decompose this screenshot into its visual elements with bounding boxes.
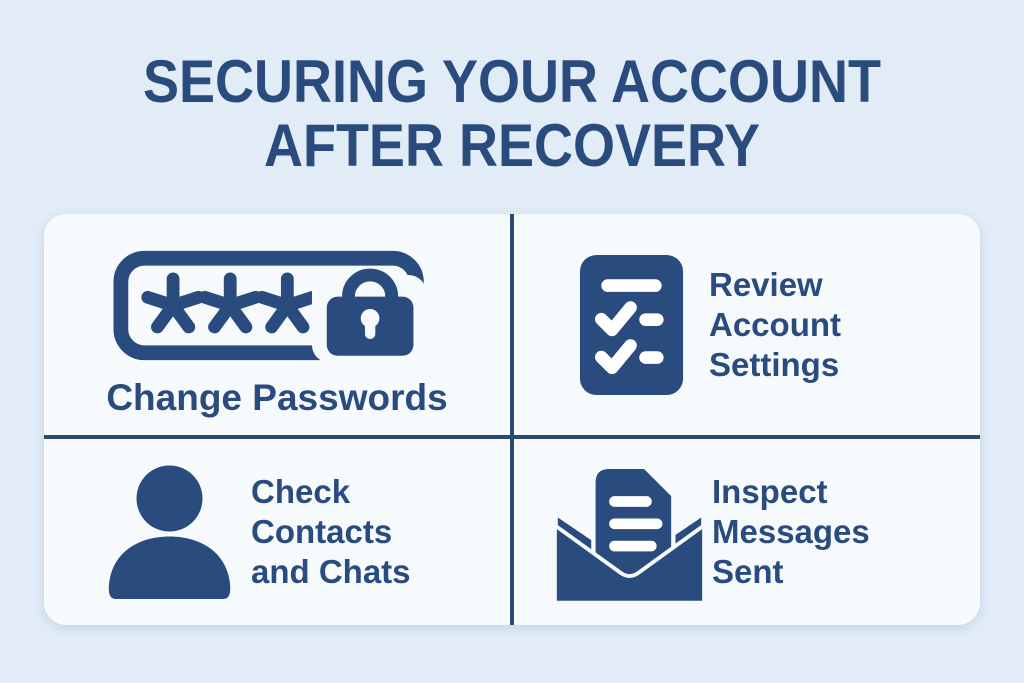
page-title-line-2: AFTER RECOVERY <box>263 112 761 179</box>
quadrant-change-passwords: Change Passwords <box>44 214 510 435</box>
checklist-document-icon <box>578 253 685 397</box>
label-line: and Chats <box>251 553 411 590</box>
label-line: Messages <box>712 513 870 550</box>
quadrant-label-change-passwords: Change Passwords <box>106 378 447 418</box>
label-line: Contacts <box>251 513 393 550</box>
label-line: Inspect <box>712 473 828 510</box>
label-line: Settings <box>709 345 840 383</box>
quadrant-label-check-contacts-and-chats: Check Contacts and Chats <box>251 472 411 592</box>
page-title: SECURING YOUR ACCOUNT AFTER RECOVERY <box>51 0 973 178</box>
label-line: Check <box>251 473 351 510</box>
horizontal-divider <box>44 435 980 439</box>
label-line: Change Passwords <box>106 377 448 418</box>
vertical-divider <box>510 214 514 625</box>
open-envelope-letter-icon <box>552 458 707 606</box>
label-line: Sent <box>712 553 784 590</box>
person-icon <box>102 465 237 600</box>
quadrant-review-account-settings: Review Account Settings <box>514 214 980 435</box>
quadrant-label-inspect-messages-sent: Inspect Messages Sent <box>712 472 870 592</box>
quadrant-inspect-messages-sent: Inspect Messages Sent <box>514 439 980 625</box>
password-asterisks-lock-icon <box>112 249 442 363</box>
quadrant-label-review-account-settings: Review Account Settings <box>709 265 841 385</box>
page-title-line-1: SECURING YOUR ACCOUNT <box>142 48 882 115</box>
quadrant-card: Change Passwords Review Account Settings <box>44 214 980 625</box>
label-line: Review <box>709 265 823 303</box>
quadrant-check-contacts-and-chats: Check Contacts and Chats <box>44 439 510 625</box>
label-line: Account <box>709 305 841 343</box>
infographic-canvas: SECURING YOUR ACCOUNT AFTER RECOVERY <box>0 0 1024 625</box>
